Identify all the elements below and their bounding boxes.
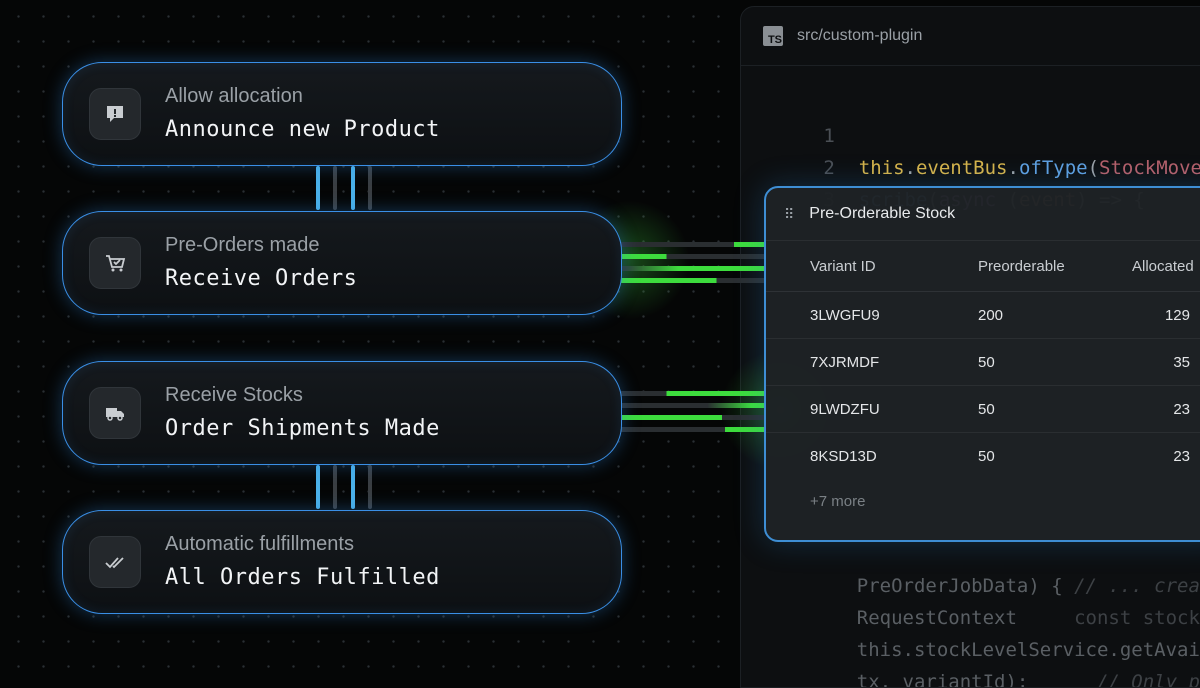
connector-line <box>620 254 766 259</box>
alert-icon <box>89 88 141 140</box>
connector-line <box>333 465 337 509</box>
card-value: All Orders Fulfilled <box>165 565 440 590</box>
allocated-cell: 23 <box>1173 400 1190 418</box>
truck-icon <box>89 387 141 439</box>
card-value: Receive Orders <box>165 266 358 291</box>
preorderable-stock-popup: ⠿ Pre-Orderable Stock Variant ID Preorde… <box>764 186 1200 542</box>
preorderable-cell: 50 <box>978 447 995 465</box>
card-label: Pre-Orders made <box>165 234 320 256</box>
variant-id-cell: 9LWDZFU <box>810 400 880 418</box>
workflow-card-stocks[interactable]: Receive Stocks Order Shipments Made <box>62 361 622 465</box>
code-line-1: 1 <box>823 125 835 147</box>
connector-line <box>620 242 766 247</box>
card-label: Receive Stocks <box>165 384 303 406</box>
column-header[interactable]: Allocated <box>1132 257 1194 275</box>
preorderable-cell: 50 <box>978 400 995 418</box>
variant-id-cell: 3LWGFU9 <box>810 306 880 324</box>
code-line-3: 3scribe(async (event) => { <box>741 155 1144 211</box>
connector-line <box>351 166 355 210</box>
connector-line <box>620 391 766 396</box>
connector-line <box>620 427 766 432</box>
card-label: Allow allocation <box>165 85 303 107</box>
popup-header[interactable]: ⠿ Pre-Orderable Stock <box>766 188 1200 241</box>
workflow-card-allocation[interactable]: Allow allocation Announce new Product <box>62 62 622 166</box>
connector-line <box>368 465 372 509</box>
column-header[interactable]: Variant ID <box>810 257 876 275</box>
connector-line <box>620 415 766 420</box>
editor-tab[interactable]: TS src/custom-plugin <box>741 7 1200 66</box>
connector-line <box>620 266 766 271</box>
table-row[interactable]: 8KSD13D 50 23 <box>766 433 1200 479</box>
connector-line <box>351 465 355 509</box>
preorderable-cell: 50 <box>978 353 995 371</box>
table-row[interactable]: 9LWDZFU 50 23 <box>766 386 1200 433</box>
cart-check-icon <box>89 237 141 289</box>
typescript-file-icon: TS <box>763 26 783 46</box>
preorderable-cell: 200 <box>978 306 1004 324</box>
card-value: Announce new Product <box>165 117 440 142</box>
workflow-card-fulfillments[interactable]: Automatic fulfillments All Orders Fulfil… <box>62 510 622 614</box>
allocated-cell: 23 <box>1173 447 1190 465</box>
more-rows-link[interactable]: +7 more <box>810 493 866 510</box>
workflow-card-preorders[interactable]: Pre-Orders made Receive Orders <box>62 211 622 315</box>
allocated-cell: 129 <box>1164 306 1190 324</box>
drag-handle-icon[interactable]: ⠿ <box>784 205 796 222</box>
connector-line <box>316 166 320 210</box>
card-label: Automatic fulfillments <box>165 533 354 555</box>
code-line-bottom-2: RequestContext const stockLe <box>856 607 1200 629</box>
column-header[interactable]: Preorderable <box>978 257 1065 275</box>
popup-title: Pre-Orderable Stock <box>809 205 956 222</box>
variant-id-cell: 8KSD13D <box>810 447 877 465</box>
code-line-bottom-1: PreOrderJobData) { // ... create <box>856 575 1200 597</box>
card-value: Order Shipments Made <box>165 416 440 441</box>
connector-line <box>368 166 372 210</box>
allocated-cell: 35 <box>1173 353 1190 371</box>
table-row[interactable]: 7XJRMDF 50 35 <box>766 339 1200 386</box>
editor-tab-path: src/custom-plugin <box>797 27 923 44</box>
connector-line <box>620 278 766 283</box>
double-check-icon <box>89 536 141 588</box>
table-header-row: Variant ID Preorderable Allocated <box>766 241 1200 292</box>
variant-id-cell: 7XJRMDF <box>810 353 880 371</box>
connector-line <box>620 403 766 408</box>
connector-line <box>316 465 320 509</box>
connector-line <box>333 166 337 210</box>
code-line-bottom-4: tx, variantId); // Only pro <box>856 671 1200 688</box>
table-row[interactable]: 3LWGFU9 200 129 <box>766 292 1200 339</box>
code-line-bottom-3: this.stockLevelService.getAvaila <box>856 639 1200 661</box>
